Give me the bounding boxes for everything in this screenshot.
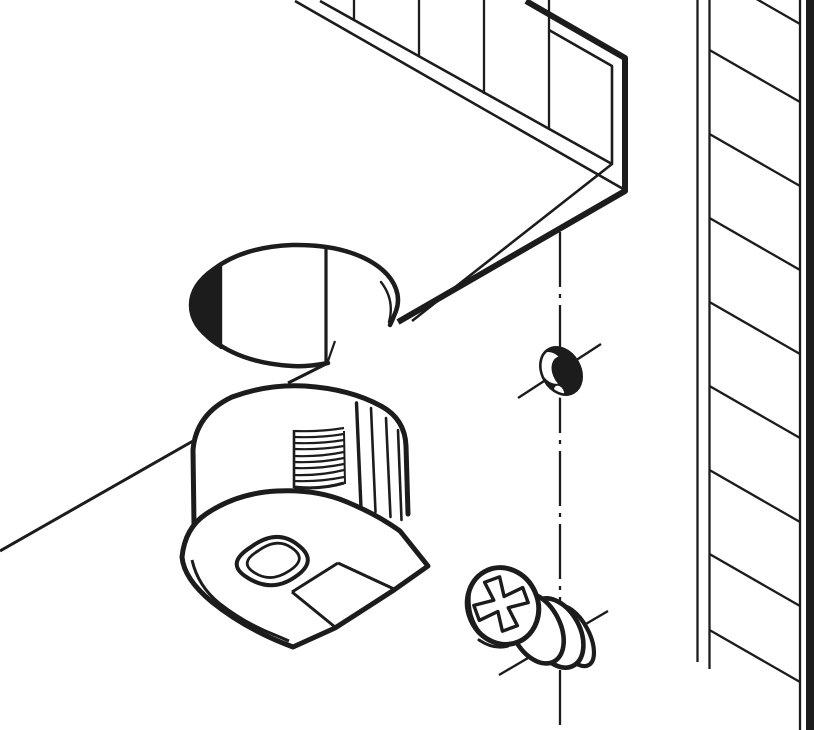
panel-front-edge-left: [0, 439, 194, 553]
hatch-line: [708, 301, 801, 355]
rib-window-right-edge: [343, 430, 346, 485]
hole-face: [191, 244, 398, 367]
panel-end-thick-outline: [396, 0, 628, 325]
screw-head-chamfer-arc: [467, 586, 491, 643]
hatch-line: [708, 217, 801, 271]
cam-connector: [179, 383, 431, 650]
side-panel-section: [696, 0, 814, 730]
sleeve-rib: [384, 416, 392, 519]
hole-back-wall-line: [326, 340, 337, 362]
cam-drill-hole: [188, 242, 401, 385]
top-panel: [0, 0, 628, 553]
panel-end-inner-outline: [411, 28, 614, 323]
panel-edge-lower-line: [294, 0, 626, 192]
panel-edge-upper-line: [319, 0, 613, 166]
rib-line: [293, 450, 345, 458]
panel-division-lines: [352, 0, 551, 130]
pilot-hole: [538, 346, 583, 398]
connector-body-outline: [190, 383, 411, 527]
rib-line: [293, 444, 345, 451]
section-hatching: [708, 0, 801, 683]
rib-line: [293, 468, 345, 477]
rib-line: [293, 456, 345, 464]
hatch-line: [708, 553, 801, 607]
hole-rim-arc: [188, 242, 401, 369]
pilot-hole-outline: [539, 346, 583, 396]
mouth-lower-edge: [291, 590, 336, 629]
hatch-line: [708, 629, 801, 683]
sleeve-rib: [369, 406, 377, 514]
pilot-hole-shadow: [551, 356, 580, 390]
connector-body-face: [193, 385, 408, 524]
mouth-left-edge: [291, 561, 339, 594]
flange-side-wall-arc: [190, 559, 290, 643]
rib-line: [293, 426, 345, 433]
hatch-line: [708, 49, 801, 103]
euro-screw: [464, 565, 597, 670]
flange-slot-inner: [245, 541, 301, 579]
hatch-line: [708, 133, 801, 187]
phillips-cross-recess: [472, 575, 530, 633]
hole-rim-inner-hook: [379, 280, 392, 324]
hatch-line: [708, 385, 801, 439]
hole-cut-notch: [287, 362, 327, 385]
screw-head-chamfer-arc-2: [477, 638, 510, 649]
rib-line: [293, 438, 345, 445]
flange-mouth-cut: [291, 561, 395, 629]
sleeve-rib: [354, 401, 363, 510]
sleeve-rib: [396, 428, 403, 522]
rib-window-bottom: [293, 481, 345, 490]
flange-outline: [179, 488, 431, 650]
cam-rib-window: [292, 426, 346, 490]
rib-line: [293, 475, 345, 483]
rib-line: [293, 432, 345, 439]
rib-line: [293, 462, 345, 470]
hatch-line: [755, 0, 801, 25]
hatch-line: [708, 469, 801, 523]
mouth-upper-edge: [337, 561, 395, 591]
sleeve-vertical-ribs: [354, 401, 403, 522]
